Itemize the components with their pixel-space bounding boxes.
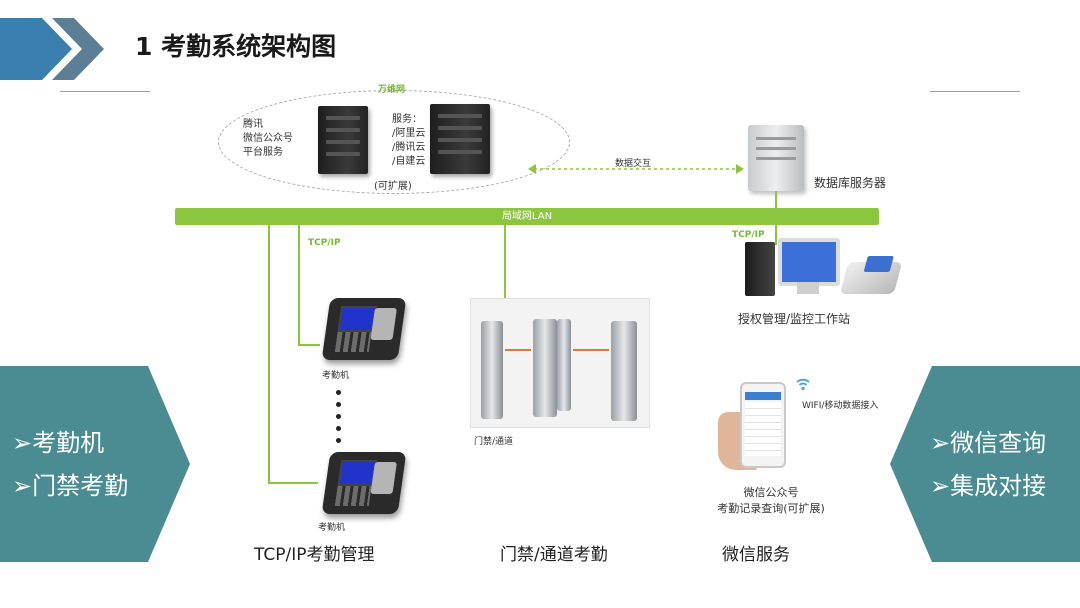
header-rule-left bbox=[60, 91, 150, 92]
right-panel-shape bbox=[890, 366, 1080, 562]
caption-gate: 门禁/通道考勤 bbox=[500, 545, 608, 565]
gate-label: 门禁/通道 bbox=[474, 437, 514, 447]
workstation-label: 授权管理/监控工作站 bbox=[738, 312, 851, 326]
attendance-machine-icon-2 bbox=[321, 452, 407, 514]
wifi-icon bbox=[796, 378, 810, 391]
lan-to-workstation-line bbox=[775, 225, 777, 245]
lan-to-gate-line bbox=[504, 225, 506, 298]
tcpip-line-top bbox=[298, 344, 320, 346]
monitor-stand bbox=[797, 282, 819, 294]
tcpip-left-label: TCP/IP bbox=[308, 238, 341, 248]
attendance-machine-label-1: 考勤机 bbox=[322, 371, 350, 381]
cloud-server-1 bbox=[318, 106, 368, 174]
lan-label: 局域网LAN bbox=[501, 211, 553, 222]
attendance-machine-label-2: 考勤机 bbox=[318, 523, 346, 533]
attendance-machine-icon-1 bbox=[321, 298, 407, 360]
caption-tcpip: TCP/IP考勤管理 bbox=[254, 545, 375, 565]
tcpip-right-label: TCP/IP bbox=[732, 230, 765, 240]
card-reader-icon bbox=[839, 256, 903, 294]
header-chevron-icon bbox=[0, 18, 104, 80]
monitor-icon bbox=[778, 238, 840, 286]
cloud-left-text: 腾讯 微信公众号 平台服务 bbox=[243, 119, 293, 158]
data-exchange-arrow bbox=[528, 164, 744, 174]
page-title: 1 考勤系统架构图 bbox=[135, 32, 337, 61]
lan-to-db-line bbox=[775, 191, 777, 208]
cloud-expand-note: (可扩展) bbox=[374, 181, 412, 192]
wifi-label: WIFI/移动数据接入 bbox=[802, 401, 879, 411]
tcpip-line-bottom bbox=[268, 482, 318, 484]
phone-icon bbox=[740, 382, 786, 468]
cloud-label: 万维网 bbox=[378, 85, 406, 95]
db-server-label: 数据库服务器 bbox=[814, 176, 887, 190]
caption-wechat: 微信服务 bbox=[722, 545, 790, 565]
db-server-icon bbox=[748, 125, 804, 191]
more-machines-dots bbox=[336, 390, 341, 450]
left-panel-text: ➢考勤机 ➢门禁考勤 bbox=[12, 429, 129, 500]
lan-bar: 局域网LAN bbox=[175, 208, 879, 225]
cloud-boundary bbox=[218, 90, 570, 194]
wechat-text: 微信公众号 考勤记录查询(可扩展) bbox=[717, 486, 825, 515]
right-panel-text: ➢微信查询 ➢集成对接 bbox=[930, 429, 1047, 500]
cloud-right-text: 服务： /阿里云 /腾讯云 /自建云 bbox=[392, 114, 426, 167]
tcpip-line-outer bbox=[268, 225, 270, 483]
header-rule-right bbox=[930, 91, 1020, 92]
gate-image bbox=[470, 298, 650, 428]
left-panel-shape bbox=[0, 366, 190, 562]
data-exchange-label: 数据交互 bbox=[615, 159, 652, 169]
pc-tower-icon bbox=[745, 242, 775, 296]
tcpip-line-inner bbox=[298, 225, 300, 345]
cloud-server-2 bbox=[430, 104, 490, 174]
